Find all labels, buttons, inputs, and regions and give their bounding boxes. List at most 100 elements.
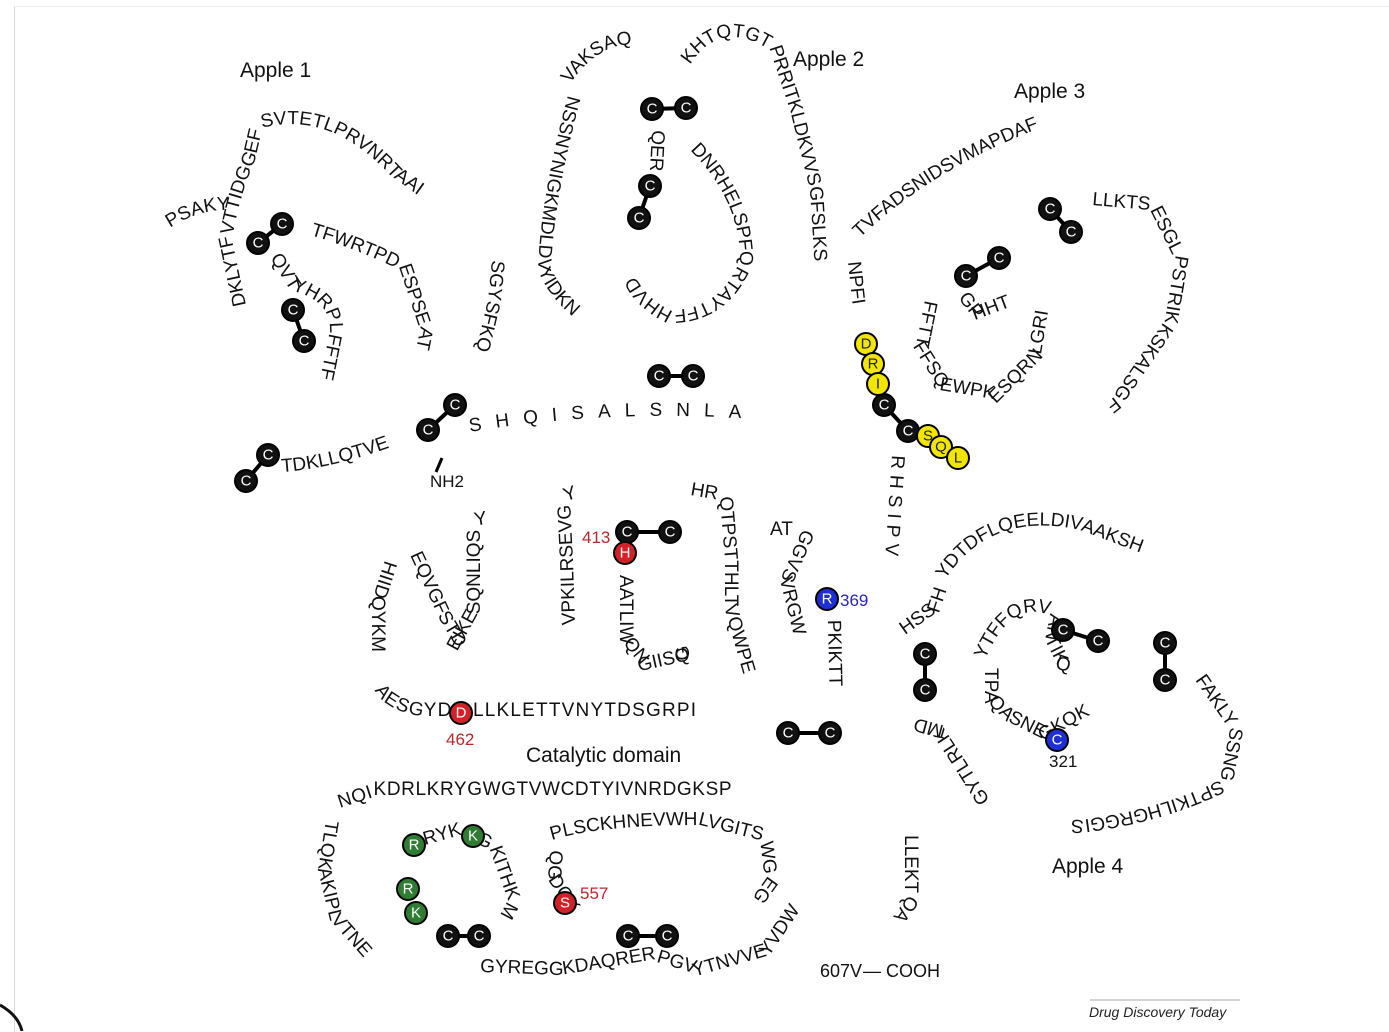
svg-text:LLEKTQA: LLEKTQA [889,835,922,926]
svg-text:C: C [299,333,310,350]
svg-text:HIIDQYKM: HIIDQYKM [367,558,400,652]
svg-text:AESGYDIALLKLETTVNYTDSGRPI: AESGYDIALLKLETTVNYTDSGRPI [370,681,697,722]
c-terminus-label: — COOH [863,961,940,981]
apple3-top-chain: TVFADSNIDSVMAPDAF [849,113,1041,241]
apple2-left-chain: NSSNYNIGKMDLDVYIDKN [533,94,584,320]
apple3-right-chain: LLKTSESGLPSTRIKKSKALSGF [1092,189,1192,416]
cys-node: C [1086,629,1110,653]
svg-text:R: R [868,356,879,373]
cys-node: C [954,264,978,288]
cys-node: C [647,364,671,388]
svg-text:NPFI: NPFI [843,260,869,305]
cys-node: C [234,469,258,493]
svg-text:Q: Q [935,439,947,456]
svg-text:DNRHELSPFQRTAYTFFHHVD: DNRHELSPFQRTAYTFFHHVD [621,139,756,326]
cys-node: C [246,231,270,255]
cys-node: C [1153,668,1177,692]
apple1-residues: DKLYTFVTTIDGGEF SVTETLPRVNRTAAI SGYSFKQ … [162,108,508,477]
apple4-bottom-chain: GYTLRLKMD [912,713,995,808]
linker1-chain: SHQISALSNLA [467,400,741,437]
apple2-label: Apple 2 [793,48,864,71]
apple1-right-chain: SGYSFKQ [471,260,508,355]
svg-text:C: C [825,725,836,742]
svg-text:C: C [1045,201,1056,218]
apple3-inner2-chain: GPHHT [954,288,1013,325]
asp-462-node: D [449,701,473,725]
ser-557-node: S [553,891,577,915]
yellow-node: Q [929,435,953,459]
cys-node: C [658,520,682,544]
apple3-left-chain: NPFI [843,260,869,305]
cys-node: C [776,721,800,745]
yellow-node: D [854,332,878,356]
cys-node: C [281,298,305,322]
yellow-node: L [946,446,970,470]
cys-node: C [674,96,698,120]
his-413-label: 413 [582,528,610,547]
svg-text:R: R [822,591,833,608]
linker3-chain: RHSIPV [880,455,902,563]
svg-text:C: C [879,397,890,414]
journal-credit: Drug Discovery Today [1089,1004,1227,1020]
cys-node: C [627,206,651,230]
catalytic-bottom-right-chain: LLEKTQA [889,835,922,926]
svg-text:C: C [920,646,931,663]
svg-text:C: C [1066,224,1077,241]
svg-text:QVTYHRPLFFTF: QVTYHRPLFFTF [266,250,346,382]
svg-text:C: C [647,101,658,118]
green-node: R [402,833,426,857]
apple1-top-chain: SVTETLPRVNRTAAI [259,108,428,199]
svg-text:NSSNYNIGKMDLDVYIDKN: NSSNYNIGKMDLDVYIDKN [533,94,584,320]
svg-text:C: C [1160,672,1171,689]
svg-text:TVFADSNIDSVMAPDAF: TVFADSNIDSVMAPDAF [849,113,1041,241]
arg-369-label: 369 [840,591,868,610]
apple1-label: Apple 1 [240,59,311,82]
svg-text:C: C [961,268,972,285]
cys-node: C [1153,631,1177,655]
cys-node: C [1038,197,1062,221]
apple1-bottom-chain: TDKLLQTVE [280,432,391,477]
apple4-right-chain: FAKLYSSNGSPTKILHGRGGIS [1070,671,1246,836]
apple4-left-chain: HSSFH [896,585,952,639]
svg-text:FAKLYSSNGSPTKILHGRGGIS: FAKLYSSNGSPTKILHGRGGIS [1070,671,1246,836]
catalytic-loop2-chain: VPKILRSEVGY [554,482,580,625]
catalytic-row2-chain: NQIKDRLKRYGWGTVWCDTYIVNRDGKSP [335,779,731,813]
svg-text:SGYSFKQ: SGYSFKQ [471,260,508,355]
svg-text:C: C [1093,633,1104,650]
catalytic-row1-chain: AESGYDIALLKLETTVNYTDSGRPI [370,681,696,722]
svg-text:C: C [622,524,633,541]
asp-462-label: 462 [446,730,474,749]
cys-node: C [615,520,639,544]
svg-text:NQIKDRLKRYGWGTVWCDTYIVNRDGKSP: NQIKDRLKRYGWGTVWCDTYIVNRDGKSP [335,779,732,813]
catalytic-loop1-chain: EQVGFSTDEIKESQNLIQSY [405,508,488,654]
glycosylation-highlight: D R I S Q L [854,332,970,470]
svg-text:C: C [783,725,794,742]
svg-text:C: C [263,447,274,464]
cys-node: C [638,174,662,198]
svg-text:C: C [474,928,485,945]
svg-text:TDKLLQTVE: TDKLLQTVE [280,432,391,477]
svg-text:K: K [411,905,421,922]
cys-node: C [416,418,440,442]
svg-text:R: R [409,837,420,854]
cys-node: C [616,924,640,948]
bond-nterm [434,457,444,473]
svg-text:K: K [468,828,478,845]
cys-node: C [256,443,280,467]
svg-text:C: C [253,235,264,252]
svg-text:L: L [954,450,962,467]
green-node: K [404,901,428,925]
catalytic-domain-label: Catalytic domain [526,744,681,767]
svg-text:ATGGVSVRGW: ATGGVSVRGW [770,519,818,637]
cys-node: C [681,364,705,388]
catalytic-stem-chain: PKIKTT [823,620,845,687]
apple2-top-chain: VAKSAQ [557,28,633,87]
svg-text:C: C [241,473,252,490]
cys-node: C [1059,220,1083,244]
svg-text:C: C [994,250,1005,267]
svg-text:S: S [923,428,933,445]
svg-text:HRQTPSTTHLTVQWPE: HRQTPSTTHLTVQWPE [689,479,759,676]
cys-node: C [1051,618,1075,642]
cys-321-node: C [1045,728,1069,752]
apple4-inner2-chain: TPAQASNEGKQK [980,668,1093,746]
